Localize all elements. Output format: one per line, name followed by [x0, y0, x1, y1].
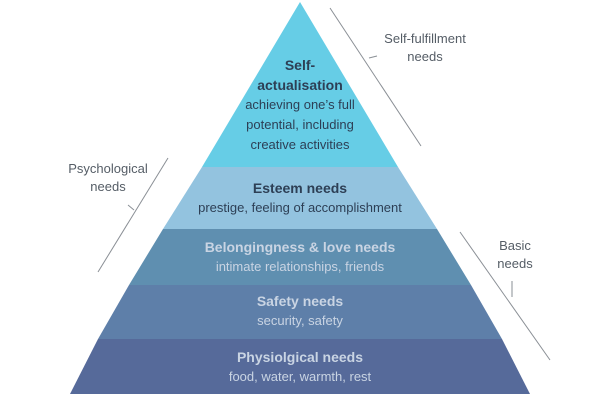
side-label-self-fulfillment-line2: needs: [407, 49, 443, 64]
tier-esteem: [163, 167, 437, 229]
tier-belonging-text: Belongingness & love needs intimate rela…: [160, 237, 440, 277]
tier-safety-text: Safety needs security, safety: [160, 291, 440, 331]
tier-physiological-title: Physiolgical needs: [236, 349, 364, 365]
side-label-basic-line2: needs: [497, 256, 533, 271]
tier-self-text: Self- actualisation achieving one’s full…: [200, 55, 400, 155]
side-label-psychological-line2: needs: [90, 179, 126, 194]
basic-bracket: [459, 231, 551, 361]
tier-physiological-text: Physiolgical needs food, water, warmth, …: [160, 347, 440, 387]
side-label-psychological-line1: Psychological: [68, 161, 148, 176]
side-label-basic: Basic needs: [485, 237, 545, 273]
tier-safety-title: Safety needs: [256, 293, 344, 309]
tier-self-desc-line3: creative activities: [250, 137, 350, 152]
tier-safety: [98, 285, 502, 339]
tier-belonging-title: Belongingness & love needs: [204, 239, 396, 255]
tier-self-desc-line2: potential, including: [246, 117, 354, 132]
tier-esteem-desc: prestige, feeling of accomplishment: [198, 200, 402, 215]
psychological-tick: [127, 204, 135, 211]
tier-self-actualisation: [202, 2, 398, 167]
tier-physiological: [70, 339, 530, 394]
tier-belonging-desc: intimate relationships, friends: [215, 259, 385, 274]
self-fulfillment-tick: [368, 55, 378, 59]
tier-belonging: [129, 229, 471, 285]
tier-esteem-title: Esteem needs: [252, 180, 348, 196]
tier-esteem-text: Esteem needs prestige, feeling of accomp…: [170, 178, 430, 218]
tier-safety-desc: security, safety: [257, 313, 343, 328]
tier-self-title-line1: Self-: [284, 57, 316, 73]
side-label-basic-line1: Basic: [499, 238, 531, 253]
tier-self-desc-line1: achieving one’s full: [245, 97, 355, 112]
side-label-psychological: Psychological needs: [48, 160, 168, 196]
psychological-bracket: [97, 157, 169, 273]
side-label-self-fulfillment: Self-fulfillment needs: [370, 30, 480, 66]
tier-physiological-desc: food, water, warmth, rest: [228, 369, 372, 384]
self-fulfillment-bracket: [329, 7, 422, 147]
side-label-self-fulfillment-line1: Self-fulfillment: [384, 31, 466, 46]
tier-self-title-line2: actualisation: [257, 77, 343, 93]
